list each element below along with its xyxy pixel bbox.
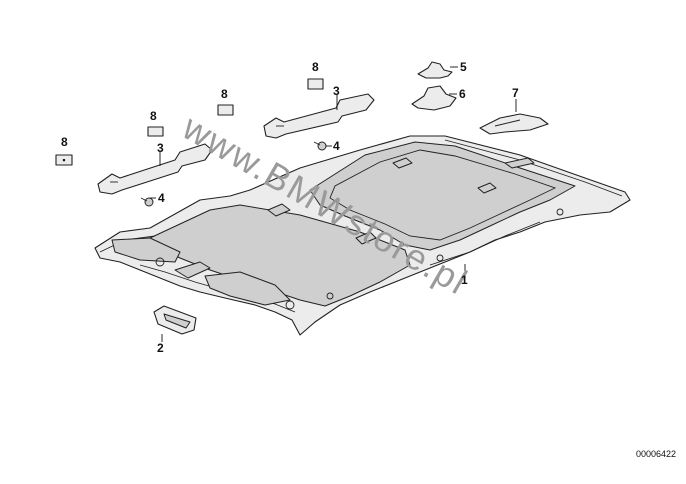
svg-text:▪: ▪ [62,155,65,165]
callout-8-b: 8 [150,109,157,123]
grab-handle-right [263,93,375,139]
mount-part-6 [411,85,457,111]
leader-lines [150,66,517,342]
clip-pad-1: ▪ [55,154,73,166]
callout-8-d: 8 [312,60,319,74]
bracket-part-5 [417,61,453,79]
grab-handle-left [97,143,213,195]
callout-7: 7 [512,86,519,100]
callout-3-right: 3 [333,84,340,98]
clip-pad-4 [307,78,324,90]
callout-4-left: 4 [158,191,165,205]
callout-8-c: 8 [221,87,228,101]
callout-3-left: 3 [157,141,164,155]
headliner-part [94,135,631,336]
callout-2: 2 [157,341,164,355]
screw-left [140,197,154,207]
screw-right [313,141,327,151]
clip-pad-2 [147,126,164,137]
callout-1: 1 [461,273,468,287]
callout-6: 6 [459,87,466,101]
callout-5: 5 [460,60,467,74]
clip-pad-3 [217,104,234,116]
lamp-lens-part-2 [153,305,197,335]
console-part-7 [479,113,549,135]
reference-number: 00006422 [636,449,676,459]
callout-4-right: 4 [333,139,340,153]
callout-8-a: 8 [61,135,68,149]
